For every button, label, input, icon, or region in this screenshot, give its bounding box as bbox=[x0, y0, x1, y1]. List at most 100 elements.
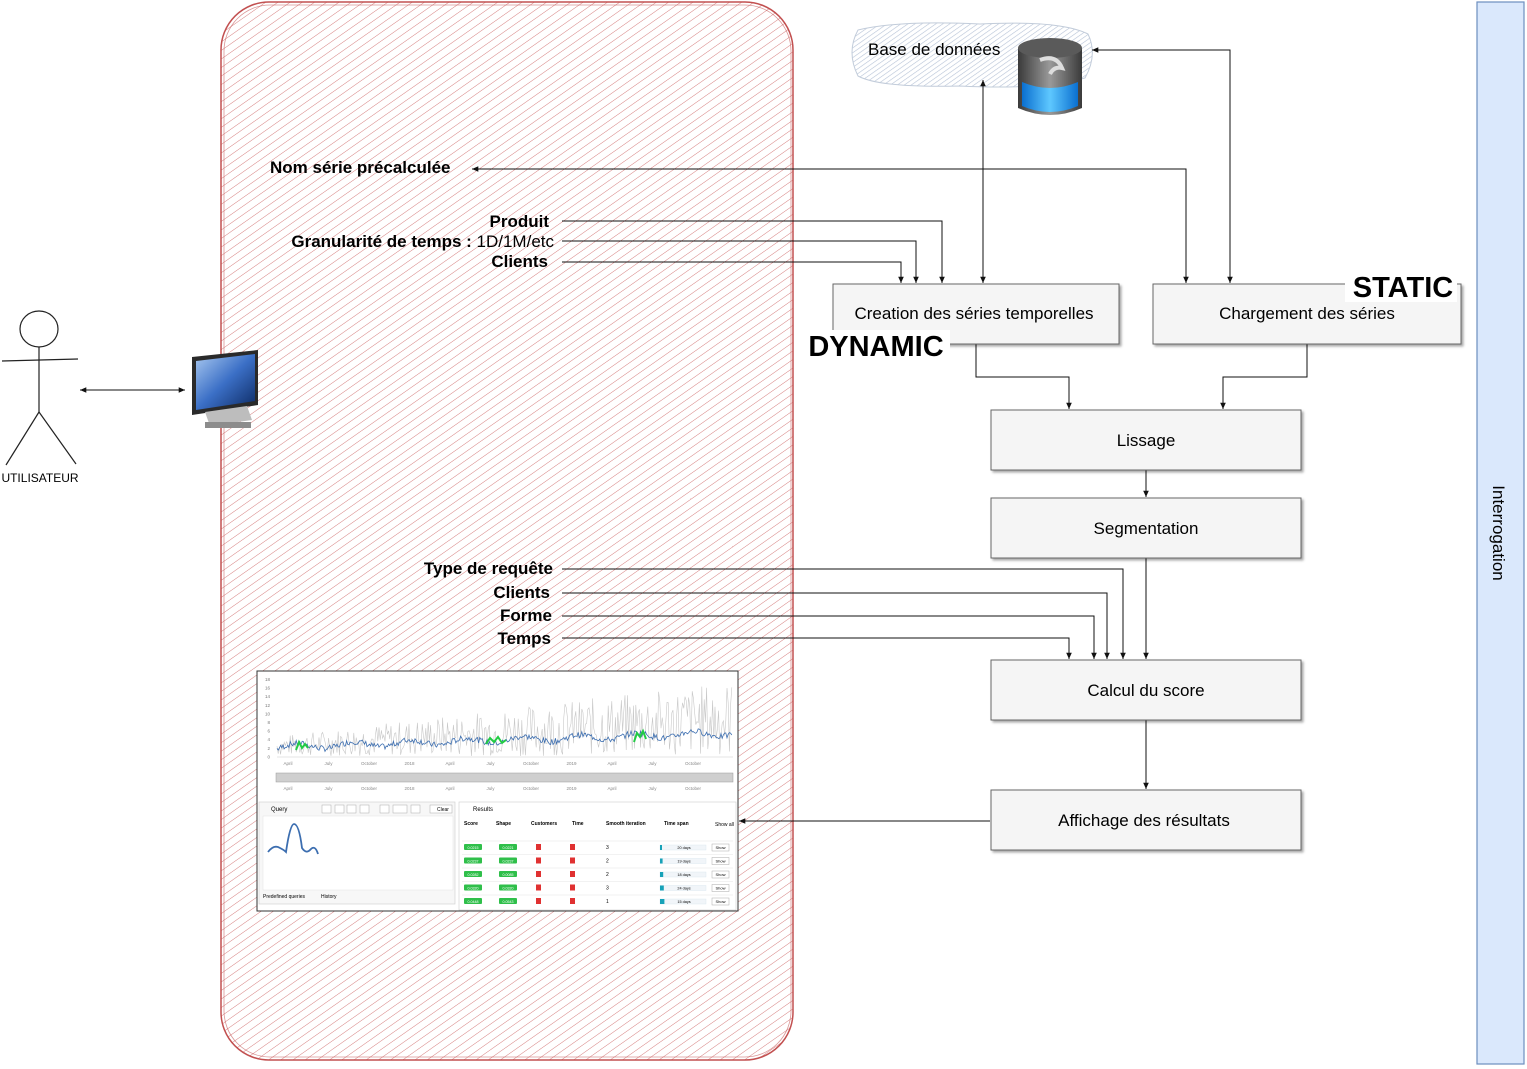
temps-label: Temps bbox=[497, 629, 551, 648]
results-column-header: Customers bbox=[531, 821, 557, 827]
result-iteration: 3 bbox=[606, 845, 609, 851]
x-tick-label: April bbox=[607, 786, 616, 791]
clients-top-arrow bbox=[562, 261, 904, 283]
show-button[interactable] bbox=[711, 870, 730, 879]
x-tick-label: October bbox=[523, 786, 540, 791]
result-shape: 0.0543 bbox=[503, 900, 514, 904]
x-tick-label: October bbox=[361, 786, 378, 791]
x-tick-label: July bbox=[486, 761, 495, 766]
result-shape: 0.0320 bbox=[503, 886, 514, 890]
match-segment-3 bbox=[633, 728, 647, 743]
result-shape: 0.0085 bbox=[503, 873, 514, 877]
result-score: 0.0320 bbox=[468, 886, 479, 890]
show-button-label: Show bbox=[715, 872, 725, 877]
match-segment-2 bbox=[485, 735, 507, 745]
result-score: 0.0215 bbox=[468, 846, 479, 850]
x-tick-label: April bbox=[283, 761, 292, 766]
process-creation-label: Creation des séries temporelles bbox=[854, 304, 1093, 323]
x-tick-label: July bbox=[648, 761, 657, 766]
results-column-header: Time bbox=[572, 821, 584, 827]
clients-bottom-arrow bbox=[562, 592, 1110, 659]
x-tick-label: July bbox=[324, 761, 333, 766]
show-all-label: Show all bbox=[715, 822, 734, 828]
x-tick-label: October bbox=[685, 786, 702, 791]
nom-serie-label: Nom série précalculée bbox=[270, 158, 450, 177]
x-tick-label: October bbox=[523, 761, 540, 766]
result-iteration: 1 bbox=[606, 899, 609, 905]
process-calcul-label: Calcul du score bbox=[1087, 681, 1204, 700]
result-span: 19 days bbox=[677, 860, 690, 864]
timeseries-raw bbox=[276, 686, 733, 757]
result-score: 0.0237 bbox=[468, 859, 479, 863]
x-tick-label: 2018 bbox=[404, 761, 415, 766]
history-label: History bbox=[321, 894, 337, 900]
process-lissage-label: Lissage bbox=[1117, 431, 1176, 450]
database-label: Base de données bbox=[868, 40, 1000, 59]
temps-arrow bbox=[562, 637, 1072, 659]
type-requete-label: Type de requête bbox=[424, 559, 553, 578]
result-span: 24 days bbox=[677, 887, 690, 891]
process-segmentation-label: Segmentation bbox=[1094, 519, 1199, 538]
show-button-label: Show bbox=[715, 859, 725, 864]
produit-label: Produit bbox=[490, 212, 550, 231]
query-panel-title: Query bbox=[271, 807, 287, 813]
x-tick-label: 2019 bbox=[566, 786, 577, 791]
query-sketch-area bbox=[262, 815, 454, 891]
show-button[interactable] bbox=[711, 884, 730, 892]
y-tick-label: 14 bbox=[265, 694, 271, 699]
clients-top-label: Clients bbox=[491, 252, 548, 271]
clear-button-label: Clear bbox=[437, 807, 449, 813]
show-button[interactable] bbox=[711, 857, 730, 865]
connectors bbox=[472, 47, 1308, 824]
y-tick-label: 8 bbox=[267, 720, 270, 725]
x-tick-label: April bbox=[283, 786, 292, 791]
navigator-bar bbox=[275, 772, 734, 783]
show-button-label: Show bbox=[715, 845, 725, 850]
interrogation-panel: Interrogation bbox=[1476, 1, 1525, 1065]
user-head bbox=[19, 310, 59, 348]
y-tick-label: 2 bbox=[267, 746, 270, 751]
x-tick-label: July bbox=[324, 786, 333, 791]
nom-serie-arrow bbox=[472, 166, 1189, 283]
results-column-header: Time span bbox=[664, 821, 689, 827]
show-button[interactable] bbox=[711, 897, 730, 906]
badge-static: STATIC bbox=[1345, 270, 1457, 304]
type-requete-arrow bbox=[562, 568, 1126, 659]
result-iteration: 2 bbox=[606, 859, 609, 865]
x-tick-label: April bbox=[607, 761, 616, 766]
forme-label: Forme bbox=[500, 606, 552, 625]
interrogation-label: Interrogation bbox=[1489, 485, 1508, 580]
result-score: 0.0282 bbox=[468, 873, 479, 877]
show-button-label: Show bbox=[715, 886, 725, 891]
result-iteration: 3 bbox=[606, 886, 609, 892]
user-actor bbox=[1, 310, 79, 466]
results-column-header: Smooth iteration bbox=[606, 821, 646, 827]
result-score: 0.0448 bbox=[468, 900, 479, 904]
badge-dynamic: DYNAMIC bbox=[806, 330, 950, 363]
results-column-header: Score bbox=[464, 821, 478, 827]
query-sketch-curve bbox=[267, 823, 319, 855]
badge-dynamic-label: DYNAMIC bbox=[808, 331, 943, 363]
process-affichage-label: Affichage des résultats bbox=[1058, 811, 1230, 830]
process-chargement-label: Chargement des séries bbox=[1219, 304, 1395, 323]
clients-bottom-label: Clients bbox=[493, 583, 550, 602]
result-shape: 0.0221 bbox=[503, 846, 514, 850]
x-tick-label: 2018 bbox=[404, 786, 415, 791]
match-segment-1 bbox=[295, 739, 309, 751]
user-label: UTILISATEUR bbox=[1, 471, 78, 485]
result-span: 18 days bbox=[677, 873, 690, 877]
produit-arrow bbox=[562, 220, 945, 283]
result-iteration: 2 bbox=[606, 872, 609, 878]
y-tick-label: 0 bbox=[267, 754, 270, 759]
show-button[interactable] bbox=[711, 843, 730, 852]
creation-lissage-arrow bbox=[975, 344, 1072, 409]
database-icon bbox=[1018, 38, 1082, 115]
process-segmentation: Segmentation bbox=[990, 497, 1302, 559]
y-tick-label: 6 bbox=[267, 729, 270, 734]
process-calcul: Calcul du score bbox=[990, 659, 1302, 721]
x-tick-label: 2019 bbox=[566, 761, 577, 766]
results-column-header: Shape bbox=[496, 821, 511, 827]
x-tick-label: July bbox=[486, 786, 495, 791]
process-affichage: Affichage des résultats bbox=[990, 789, 1302, 851]
